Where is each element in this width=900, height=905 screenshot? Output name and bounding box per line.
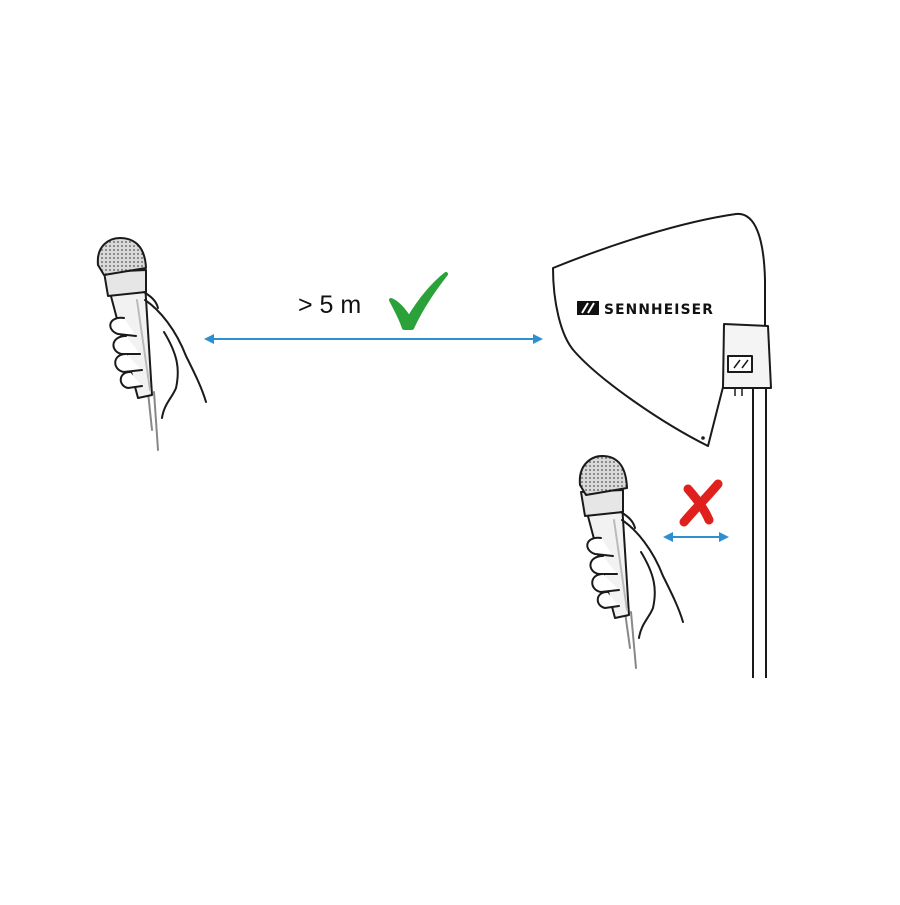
cross-icon: [679, 479, 723, 527]
check-icon: [389, 272, 448, 330]
brand-name: SENNHEISER: [604, 302, 714, 318]
right-handheld-microphone: [578, 455, 684, 669]
minimum-distance-label: > 5 m: [298, 291, 362, 319]
sennheiser-logo: [577, 301, 599, 315]
sennheiser-directional-antenna: [552, 212, 772, 678]
left-handheld-microphone: [96, 237, 207, 451]
